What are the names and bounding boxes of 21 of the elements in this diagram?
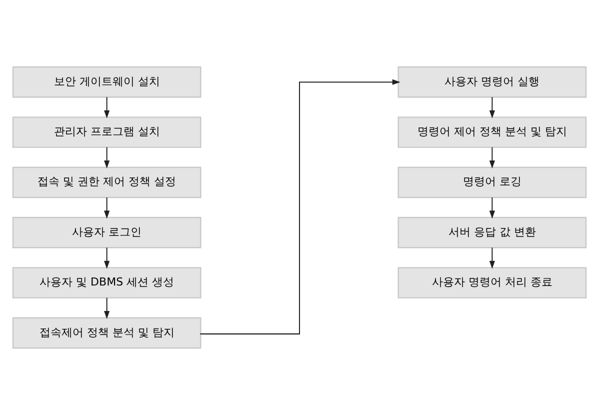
arrow — [489, 247, 495, 268]
node-box: 보안 게이트웨이 설치 — [12, 66, 202, 98]
arrow — [489, 96, 495, 118]
arrow — [489, 146, 495, 168]
node-box: 접속제어 정책 분석 및 탐지 — [12, 316, 202, 348]
arrow — [489, 196, 495, 218]
arrow — [104, 247, 110, 268]
arrow — [200, 78, 400, 334]
node-box: 사용자 로그인 — [12, 216, 202, 248]
node-box: 서버 응답 값 변환 — [398, 216, 587, 248]
node-box: 사용자 및 DBMS 세션 생성 — [12, 266, 202, 298]
node-box: 관리자 프로그램 설치 — [12, 116, 202, 148]
arrow — [104, 96, 110, 118]
node-box: 명령어 제어 정책 분석 및 탐지 — [398, 116, 587, 148]
node-box: 사용자 명령어 처리 종료 — [398, 266, 587, 298]
arrow — [104, 196, 110, 218]
node-box: 접속 및 권한 제어 정책 설정 — [12, 166, 202, 198]
arrow — [104, 297, 110, 319]
node-box: 사용자 명령어 실행 — [398, 66, 587, 98]
node-box: 명령어 로깅 — [398, 166, 587, 198]
arrow — [104, 146, 110, 168]
